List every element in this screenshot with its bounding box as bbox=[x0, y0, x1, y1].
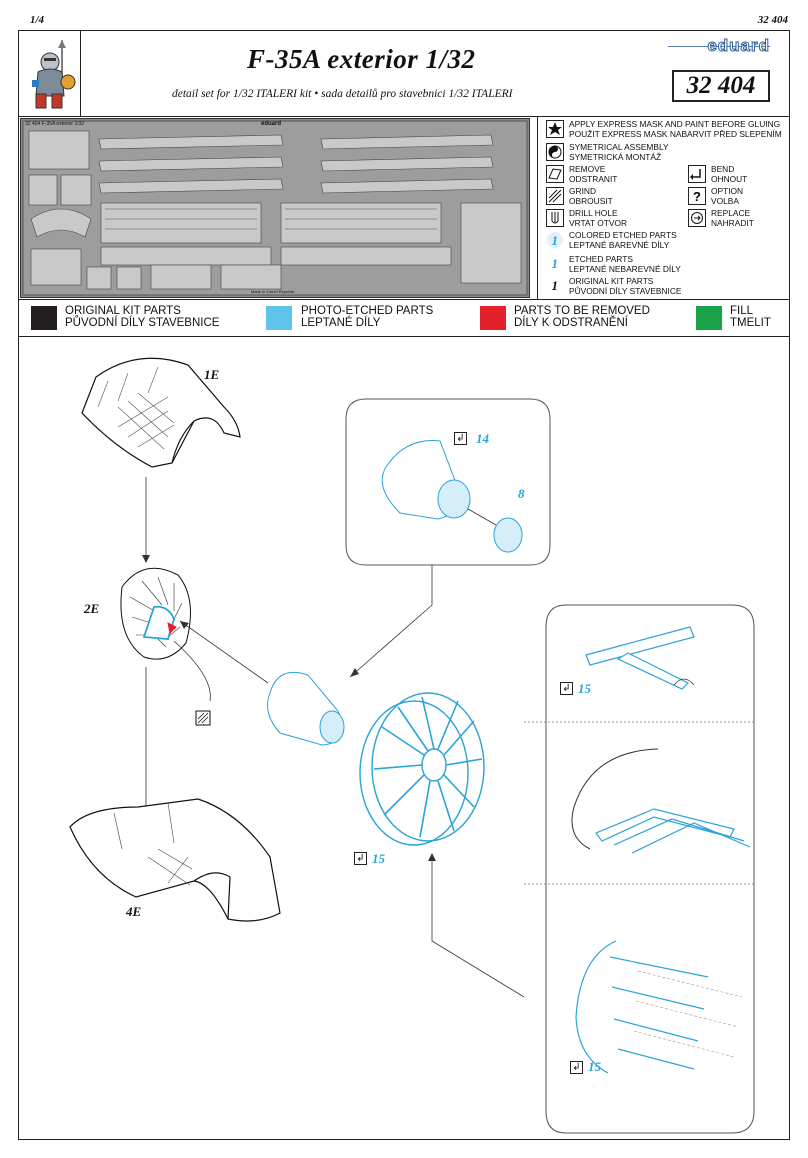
page-frame bbox=[18, 30, 790, 1140]
swatch-original bbox=[31, 306, 57, 330]
page-code: 32 404 bbox=[757, 14, 788, 26]
inset-cone-part-14 bbox=[381, 440, 471, 520]
swatch-fill bbox=[696, 306, 722, 330]
label-pe-8: 8 bbox=[518, 486, 525, 501]
option-icon: ? bbox=[688, 187, 706, 205]
page-subtitle: detail set for 1/32 ITALERI kit • sada d… bbox=[172, 88, 513, 100]
colored-etched-icon: 1 bbox=[547, 232, 563, 248]
label-2e: 2E bbox=[84, 601, 100, 616]
header-divider bbox=[18, 116, 790, 117]
etched-icon: 1 bbox=[552, 256, 559, 271]
fret-brand: eduard bbox=[261, 121, 282, 127]
remove-icon bbox=[546, 165, 564, 183]
swatch-photo-etched bbox=[266, 306, 292, 330]
photo-etch-fret-image: 32 404 F-35A exterior 1/32 eduard Made i… bbox=[20, 118, 530, 298]
inset-blade-part-15 bbox=[585, 626, 695, 690]
bend-icon bbox=[688, 165, 706, 183]
swatch-remove bbox=[480, 306, 506, 330]
page-title: F-35A exterior 1/32 bbox=[247, 44, 476, 74]
svg-text:1: 1 bbox=[552, 256, 559, 271]
part-4e-drawing bbox=[69, 798, 281, 922]
label-pe-14: 14 bbox=[476, 431, 489, 446]
symmetrical-icon bbox=[546, 143, 564, 161]
drill-icon bbox=[546, 209, 564, 227]
part-1e-drawing bbox=[81, 357, 241, 468]
fret-made-in: Made in Czech Republic bbox=[251, 289, 295, 294]
legend-divider bbox=[537, 116, 538, 299]
page-number: 1/4 bbox=[30, 14, 45, 26]
set-number-box: 32 404 bbox=[672, 70, 770, 102]
assembly-diagram bbox=[69, 357, 755, 1134]
knight-logo-icon bbox=[32, 40, 76, 109]
legend-express-mask: APPLY EXPRESS MASK AND PAINT BEFORE GLUI… bbox=[569, 119, 782, 139]
bend-icon-15b: ↲ bbox=[560, 682, 573, 695]
grind-icon bbox=[546, 187, 564, 205]
label-pe-15b: 15 bbox=[578, 681, 591, 696]
turbine-face-part-15 bbox=[359, 692, 485, 846]
logo-divider bbox=[80, 30, 81, 116]
part-2e-drawing bbox=[120, 567, 191, 660]
svg-text:1: 1 bbox=[552, 278, 559, 293]
original-part-icon: 1 bbox=[552, 278, 559, 293]
label-pe-15c: 15 bbox=[588, 1059, 601, 1074]
cone-part-14 bbox=[267, 671, 345, 746]
color-key-top-divider bbox=[18, 299, 790, 300]
label-pe-15a: 15 bbox=[372, 851, 385, 866]
eduard-brand-logo: eduard bbox=[668, 36, 770, 58]
express-mask-icon bbox=[546, 120, 564, 138]
bend-icon-15c: ↲ bbox=[570, 1061, 583, 1074]
bend-icon-14: ↲ bbox=[454, 432, 467, 445]
inset-disc-part-8 bbox=[493, 517, 523, 553]
svg-text:?: ? bbox=[693, 189, 701, 204]
replace-icon bbox=[688, 209, 706, 227]
fret-title: 32 404 F-35A exterior 1/32 bbox=[25, 121, 85, 127]
label-4e: 4E bbox=[126, 904, 142, 919]
bend-icon-15a: ↲ bbox=[354, 852, 367, 865]
color-key-bottom-divider bbox=[18, 336, 790, 337]
label-1e: 1E bbox=[204, 367, 220, 382]
svg-text:1: 1 bbox=[552, 233, 559, 248]
